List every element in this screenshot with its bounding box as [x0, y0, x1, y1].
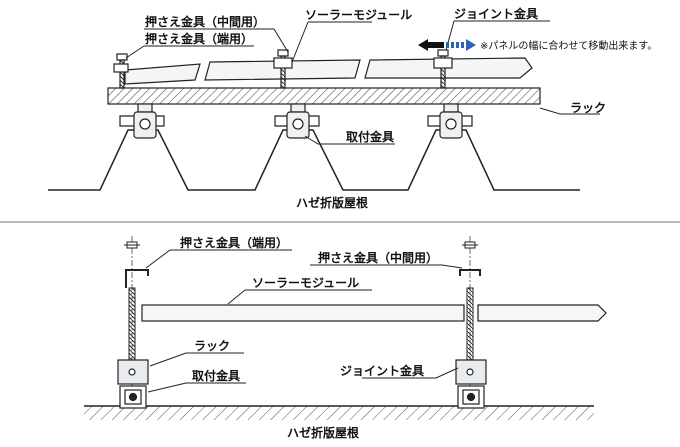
top-mounting-fitting-1	[119, 103, 165, 139]
top-mounting-fitting-2	[274, 103, 320, 139]
top-label-rack: ラック	[570, 101, 606, 115]
bottom-clamp-end	[125, 269, 149, 288]
bottom-label-clamp-end: 押さえ金具（端用）	[180, 235, 288, 250]
bottom-centerline-symbols	[124, 241, 478, 249]
bottom-roof-section	[84, 405, 594, 420]
bottom-solar-modules	[141, 304, 607, 322]
bottom-rack-right	[455, 359, 487, 385]
top-label-clamp-middle: 押さえ金具（中間用）	[145, 14, 265, 29]
top-joint-fitting	[433, 49, 453, 89]
bottom-leader-lines	[145, 249, 463, 393]
bottom-mounting-right	[457, 385, 485, 409]
bottom-label-mounting-fitting: 取付金具	[192, 368, 240, 383]
bottom-threaded-rods	[128, 287, 474, 361]
bottom-clamp-middle	[459, 269, 481, 276]
top-roof-profile	[48, 129, 580, 191]
bottom-label-clamp-middle: 押さえ金具（中間用）	[318, 250, 438, 265]
top-rack	[107, 87, 541, 105]
top-label-joint-fitting: ジョイント金具	[454, 6, 538, 21]
top-label-clamp-end: 押さえ金具（端用）	[145, 31, 253, 46]
top-movement-arrow	[418, 39, 476, 51]
top-label-note: ※パネルの幅に合わせて移動出来ます。	[480, 39, 657, 52]
top-clamp-end	[113, 53, 129, 89]
bottom-rack-left	[117, 359, 149, 385]
top-label-mounting-fitting: 取付金具	[346, 129, 394, 144]
top-mounting-fitting-3	[427, 103, 473, 139]
bottom-label-rack: ラック	[194, 339, 230, 353]
top-solar-modules	[124, 57, 533, 85]
bottom-mounting-left	[119, 385, 147, 409]
top-diagram: 押さえ金具（中間用） 押さえ金具（端用） ソーラーモジュール ジョイント金具 ※…	[48, 6, 657, 210]
top-leader-lines	[125, 20, 600, 145]
bottom-label-solar-module: ソーラーモジュール	[252, 276, 359, 290]
top-clamp-middle	[273, 49, 293, 89]
top-label-roof: ハゼ折版屋根	[296, 195, 368, 210]
top-label-solar-module: ソーラーモジュール	[305, 8, 412, 22]
bottom-diagram: 押さえ金具（端用） 押さえ金具（中間用） ソーラーモジュール ラック 取付金具 …	[84, 235, 607, 440]
bottom-label-roof: ハゼ折版屋根	[287, 425, 359, 440]
bottom-label-joint-fitting: ジョイント金具	[340, 363, 424, 378]
